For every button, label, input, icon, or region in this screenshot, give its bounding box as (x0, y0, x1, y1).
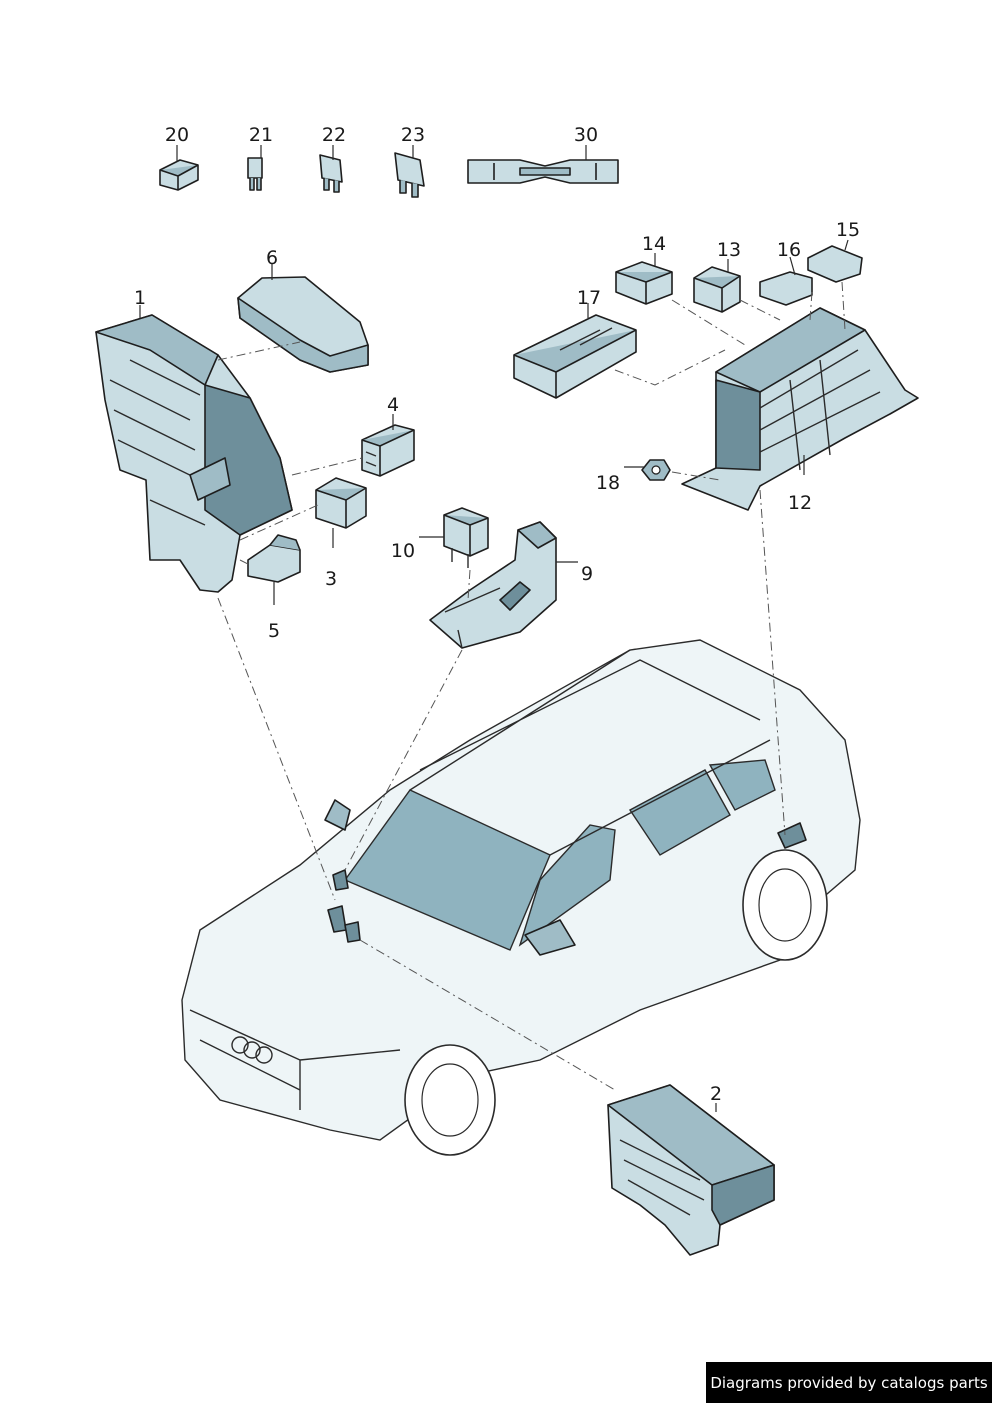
relay-carrier-2[interactable] (607, 1084, 775, 1256)
callout-9: 9 (581, 563, 593, 585)
callout-5: 5 (268, 620, 280, 642)
connection-lines (217, 281, 846, 1091)
callout-15: 15 (836, 219, 860, 241)
callout-12: 12 (788, 492, 812, 514)
callout-18: 18 (596, 472, 620, 494)
callout-14: 14 (642, 233, 666, 255)
connector-14[interactable] (615, 261, 673, 305)
relay-13[interactable] (693, 266, 741, 313)
nut-18[interactable] (641, 459, 671, 481)
callout-16: 16 (777, 239, 801, 261)
relay-carrier-1[interactable] (95, 314, 293, 593)
callout-3: 3 (325, 568, 337, 590)
callout-2: 2 (710, 1083, 722, 1105)
fuse-box-17[interactable] (513, 314, 637, 399)
fuse-23[interactable] (394, 152, 425, 198)
vehicle-illustration (181, 639, 861, 1156)
fuse-21[interactable] (247, 157, 263, 191)
callout-1: 1 (134, 287, 146, 309)
callout-labels: 20 21 22 23 30 6 1 4 3 5 10 9 17 14 13 1… (134, 124, 860, 1105)
relay-10[interactable] (443, 507, 489, 568)
callout-23: 23 (401, 124, 425, 146)
connector-4[interactable] (361, 424, 415, 477)
callout-13: 13 (717, 239, 741, 261)
callout-4: 4 (387, 394, 399, 416)
fuse-20[interactable] (159, 159, 199, 191)
fuse-22[interactable] (319, 154, 343, 193)
callout-17: 17 (577, 287, 601, 309)
leader-lines (139, 145, 849, 1112)
callout-30: 30 (574, 124, 598, 146)
relay-frame-12[interactable] (681, 307, 919, 511)
relay-holder-9[interactable] (429, 521, 557, 649)
callout-10: 10 (391, 540, 415, 562)
bracket-5[interactable] (247, 534, 301, 583)
callout-6: 6 (266, 247, 278, 269)
cover-6[interactable] (237, 276, 369, 373)
watermark-banner: Diagrams provided by catalogs parts (706, 1362, 992, 1403)
clip-15[interactable] (807, 245, 863, 283)
callout-20: 20 (165, 124, 189, 146)
clip-16[interactable] (759, 271, 813, 306)
watermark-text: Diagrams provided by catalogs parts (710, 1373, 988, 1392)
relay-3[interactable] (315, 477, 367, 529)
callout-21: 21 (249, 124, 273, 146)
fuse-30[interactable] (467, 159, 619, 184)
callout-22: 22 (322, 124, 346, 146)
